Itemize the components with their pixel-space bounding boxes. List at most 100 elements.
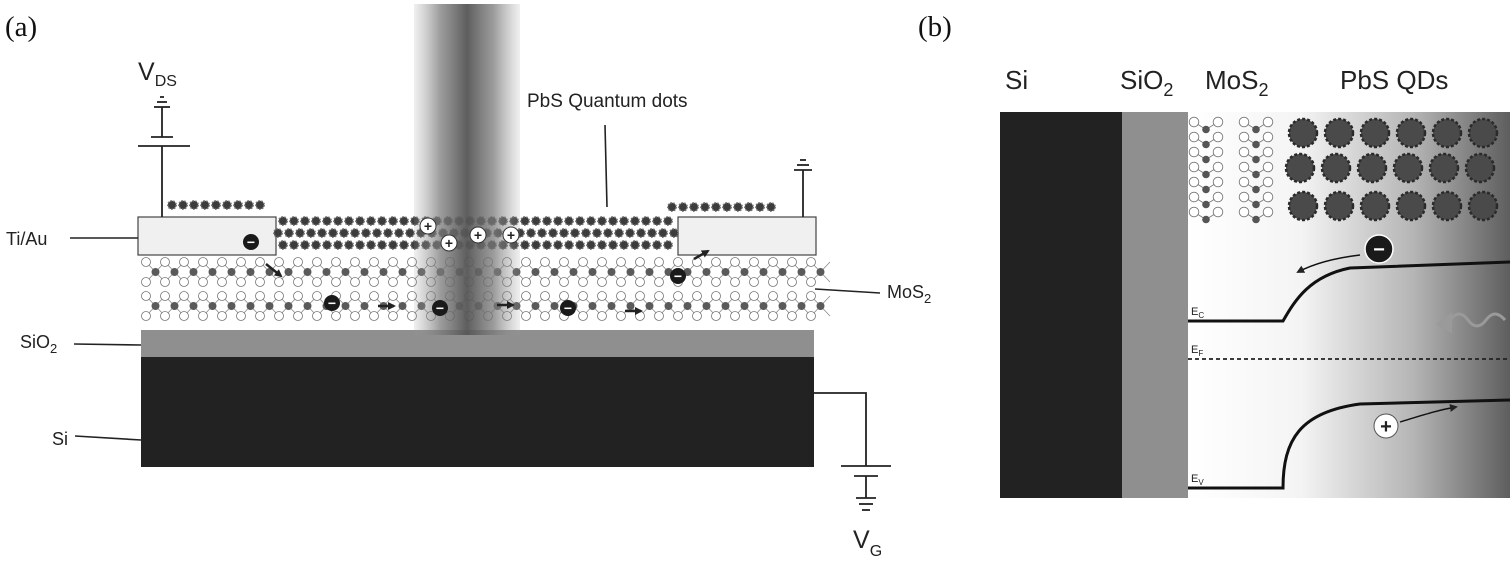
quantum-dot <box>585 240 596 251</box>
sulfur-atom <box>787 311 797 321</box>
quantum-dot <box>1467 117 1499 149</box>
molybdenum-atom <box>1252 125 1260 134</box>
molybdenum-atom <box>1202 215 1210 224</box>
sulfur-atom <box>654 311 664 321</box>
band-electron <box>1364 234 1394 264</box>
quantum-dot <box>1428 152 1460 184</box>
sulfur-atom <box>578 277 588 287</box>
sulfur-atom <box>388 291 398 301</box>
quantum-dot <box>580 228 591 239</box>
quantum-dot <box>233 200 244 211</box>
quantum-dot <box>666 202 677 213</box>
band-electron-symbol: − <box>1373 239 1385 261</box>
quantum-dot <box>200 200 211 211</box>
sulfur-atom <box>274 257 284 267</box>
quantum-dot <box>635 228 646 239</box>
mos2-label: MoS2 <box>887 282 931 306</box>
quantum-dot <box>288 240 299 251</box>
sulfur-atom <box>559 277 569 287</box>
sulfur-atom <box>578 257 588 267</box>
band-si-region <box>1000 112 1122 498</box>
quantum-dot <box>688 202 699 213</box>
sulfur-atom <box>217 291 227 301</box>
sulfur-atom <box>1238 116 1250 128</box>
sulfur-atom <box>198 277 208 287</box>
sulfur-atom <box>141 291 151 301</box>
quantum-dot <box>607 240 618 251</box>
sulfur-atom <box>806 311 816 321</box>
molybdenum-atom <box>702 268 711 276</box>
molybdenum-atom <box>588 268 597 276</box>
sulfur-atom <box>1238 131 1250 143</box>
sulfur-atom <box>274 311 284 321</box>
molybdenum-atom <box>1202 125 1210 134</box>
ec-label: EC <box>1191 306 1204 320</box>
electron-symbol: − <box>436 300 444 316</box>
vds-circuit <box>138 96 190 217</box>
sio2-leader <box>73 343 142 346</box>
sulfur-atom <box>654 257 664 267</box>
band-sio2-label: SiO2 <box>1120 65 1173 100</box>
sulfur-atom <box>1188 146 1200 158</box>
sio2-label: SiO2 <box>20 332 57 356</box>
quantum-dot <box>710 202 721 213</box>
molybdenum-atom <box>797 302 806 310</box>
molybdenum-atom <box>227 268 236 276</box>
sulfur-atom <box>350 257 360 267</box>
sulfur-atom <box>768 257 778 267</box>
sulfur-atom <box>730 257 740 267</box>
quantum-dot <box>178 200 189 211</box>
molybdenum-atom <box>246 268 255 276</box>
sulfur-atom <box>255 277 265 287</box>
quantum-dot <box>585 216 596 227</box>
molybdenum-atom <box>341 268 350 276</box>
quantum-dot <box>646 228 657 239</box>
sulfur-atom <box>312 277 322 287</box>
molybdenum-atom <box>398 268 407 276</box>
sulfur-atom <box>198 311 208 321</box>
quantum-dot <box>677 202 688 213</box>
quantum-dot <box>721 202 732 213</box>
sulfur-atom <box>179 311 189 321</box>
molybdenum-atom <box>1252 200 1260 209</box>
molybdenum-atom <box>607 302 616 310</box>
molybdenum-atom <box>816 302 825 310</box>
molybdenum-atom <box>151 302 160 310</box>
sulfur-atom <box>1238 191 1250 203</box>
sulfur-atom <box>540 311 550 321</box>
sulfur-atom <box>312 257 322 267</box>
sulfur-atom <box>692 311 702 321</box>
electron <box>560 300 576 316</box>
photon-icon <box>1448 312 1507 328</box>
sulfur-atom <box>559 257 569 267</box>
sulfur-atom <box>255 257 265 267</box>
electron-symbol: − <box>247 234 255 250</box>
molybdenum-atom <box>360 268 369 276</box>
sulfur-atom <box>1238 146 1250 158</box>
sulfur-atom <box>597 311 607 321</box>
quantum-dot <box>189 200 200 211</box>
ti-au-label: Ti/Au <box>6 229 47 249</box>
molybdenum-atom <box>151 268 160 276</box>
quantum-dot <box>552 240 563 251</box>
quantum-dot <box>1356 152 1388 184</box>
quantum-dot <box>624 228 635 239</box>
molybdenum-atom <box>341 302 350 310</box>
sulfur-atom <box>540 277 550 287</box>
electron <box>243 234 259 250</box>
quantum-dot <box>699 202 710 213</box>
molybdenum-atom <box>208 302 217 310</box>
sulfur-atom <box>768 311 778 321</box>
sulfur-atom <box>616 311 626 321</box>
sulfur-atom <box>274 277 284 287</box>
sulfur-atom <box>730 311 740 321</box>
molybdenum-atom <box>1202 200 1210 209</box>
quantum-dot <box>569 228 580 239</box>
valence-band-edge <box>1188 398 1511 490</box>
quantum-dot <box>530 216 541 227</box>
sulfur-atom <box>597 291 607 301</box>
sulfur-atom <box>141 311 151 321</box>
qd-label: PbS Quantum dots <box>527 91 688 112</box>
sulfur-atom <box>578 311 588 321</box>
